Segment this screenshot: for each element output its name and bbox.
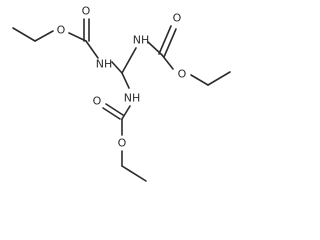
- atom-o-bottom-carbonyl: O: [93, 95, 102, 108]
- bond-ch-nh-top: [121, 47, 137, 74]
- bond-c-o-double-bottom-b: [105, 103, 124, 116]
- bond-c-o-ether-right: [161, 54, 174, 70]
- atom-o-top-left-carbonyl: O: [82, 5, 91, 18]
- bond-nh-bottom-c: [121, 105, 131, 120]
- atom-labels: O O NH NH O O NH O O: [57, 5, 187, 150]
- bond-o-ch2-right: [190, 74, 209, 86]
- bond-nh-left-ch: [111, 61, 123, 74]
- bond-ethyl-left-ch3-ch2: [12, 27, 36, 42]
- atom-o-bottom-ether: O: [118, 137, 127, 150]
- atom-nh-left: NH: [96, 58, 113, 71]
- molecule-structure: O O NH NH O O NH O O: [12, 5, 231, 182]
- bond-c-o-double-top-right-a: [158, 25, 172, 55]
- bond-ch2-ch3-right: [207, 71, 231, 86]
- atom-o-top-left-ether: O: [57, 24, 66, 37]
- bond-o-c-carbonyl-left: [68, 32, 87, 42]
- atom-o-right-ether: O: [178, 68, 187, 81]
- atom-o-top-right-carbonyl: O: [173, 12, 182, 25]
- atom-nh-bottom: NH: [124, 92, 141, 105]
- atom-nh-top: NH: [133, 34, 150, 47]
- bond-c-o-double-top-right-b: [163, 28, 177, 58]
- bond-ch-nh-bottom: [121, 72, 130, 89]
- bond-ethyl-left-ch2-o: [34, 30, 54, 42]
- bond-c-o-double-bottom-a: [102, 107, 121, 120]
- bond-ch2-ch3-bottom: [121, 165, 147, 182]
- bond-c-nh-left: [85, 40, 99, 59]
- bonds: [12, 18, 231, 182]
